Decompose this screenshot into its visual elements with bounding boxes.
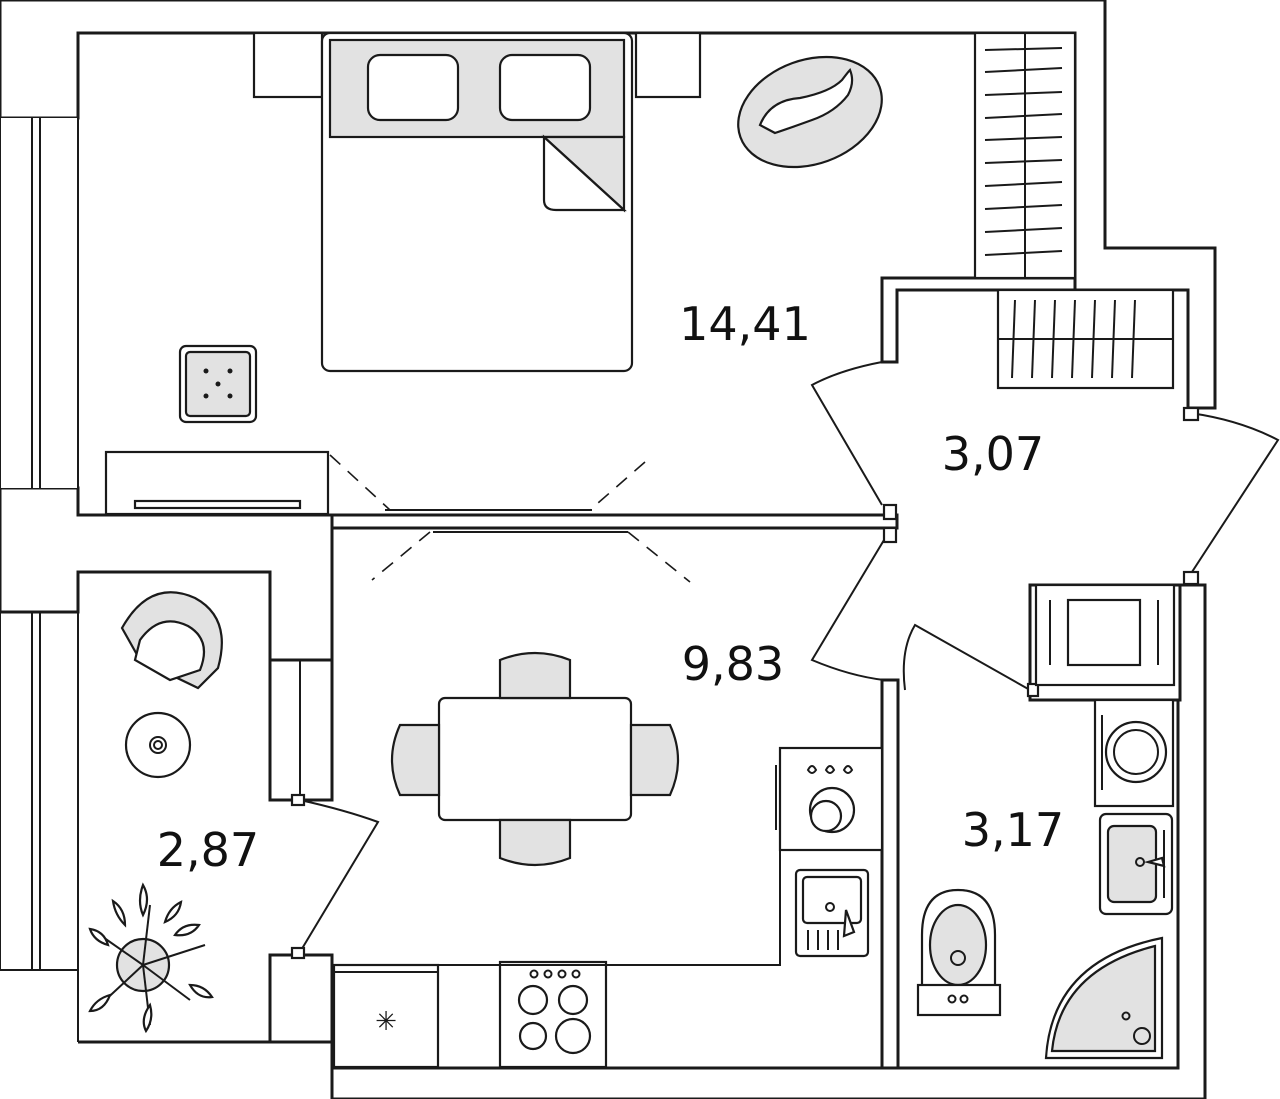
- pouf: [178, 344, 258, 424]
- bedroom: [104, 31, 1077, 516]
- tv-stand: [104, 450, 330, 516]
- window-left-upper: [0, 118, 79, 488]
- area-label-balcony: 2,87: [157, 823, 259, 877]
- side-table: [124, 711, 192, 779]
- area-label-kitchen-living: 9,83: [682, 637, 784, 691]
- balcony: [88, 591, 380, 1034]
- area-label-bedroom: 14,41: [679, 297, 811, 351]
- svg-text:✳: ✳: [375, 1007, 397, 1037]
- rug-with-cat: [737, 55, 883, 169]
- kitchen-sink: [794, 868, 870, 958]
- wardrobe-bedroom: [973, 31, 1077, 280]
- wall-bathroom: [880, 678, 900, 1070]
- closet: [810, 288, 1280, 586]
- wall-bedroom-living: [330, 513, 899, 530]
- plant: [88, 882, 214, 1034]
- wall-bottom: [330, 583, 1207, 1099]
- armchair: [120, 591, 223, 690]
- washing-machine: [1093, 698, 1175, 808]
- bathroom: [902, 583, 1176, 1060]
- stove: [498, 960, 608, 1069]
- kitchen-counter: [332, 850, 781, 966]
- cooktop-side: [775, 746, 884, 852]
- area-label-closet: 3,07: [942, 427, 1044, 481]
- washing-machine-top: [1034, 583, 1176, 687]
- toilet: [916, 888, 1002, 1017]
- shower: [1044, 936, 1164, 1060]
- window-left-lower: [0, 612, 79, 1042]
- fridge: ✳: [332, 963, 440, 1069]
- double-bed: [320, 31, 634, 373]
- nightstand-right: [634, 31, 702, 99]
- kitchen-living: ✳: [332, 526, 898, 1069]
- dining-table: [390, 651, 680, 867]
- closet-doors: [810, 361, 1280, 586]
- nightstand-left: [252, 31, 324, 99]
- area-label-bathroom: 3,17: [962, 803, 1064, 857]
- bathroom-sink: [1098, 812, 1174, 916]
- wardrobe-closet: [996, 288, 1175, 390]
